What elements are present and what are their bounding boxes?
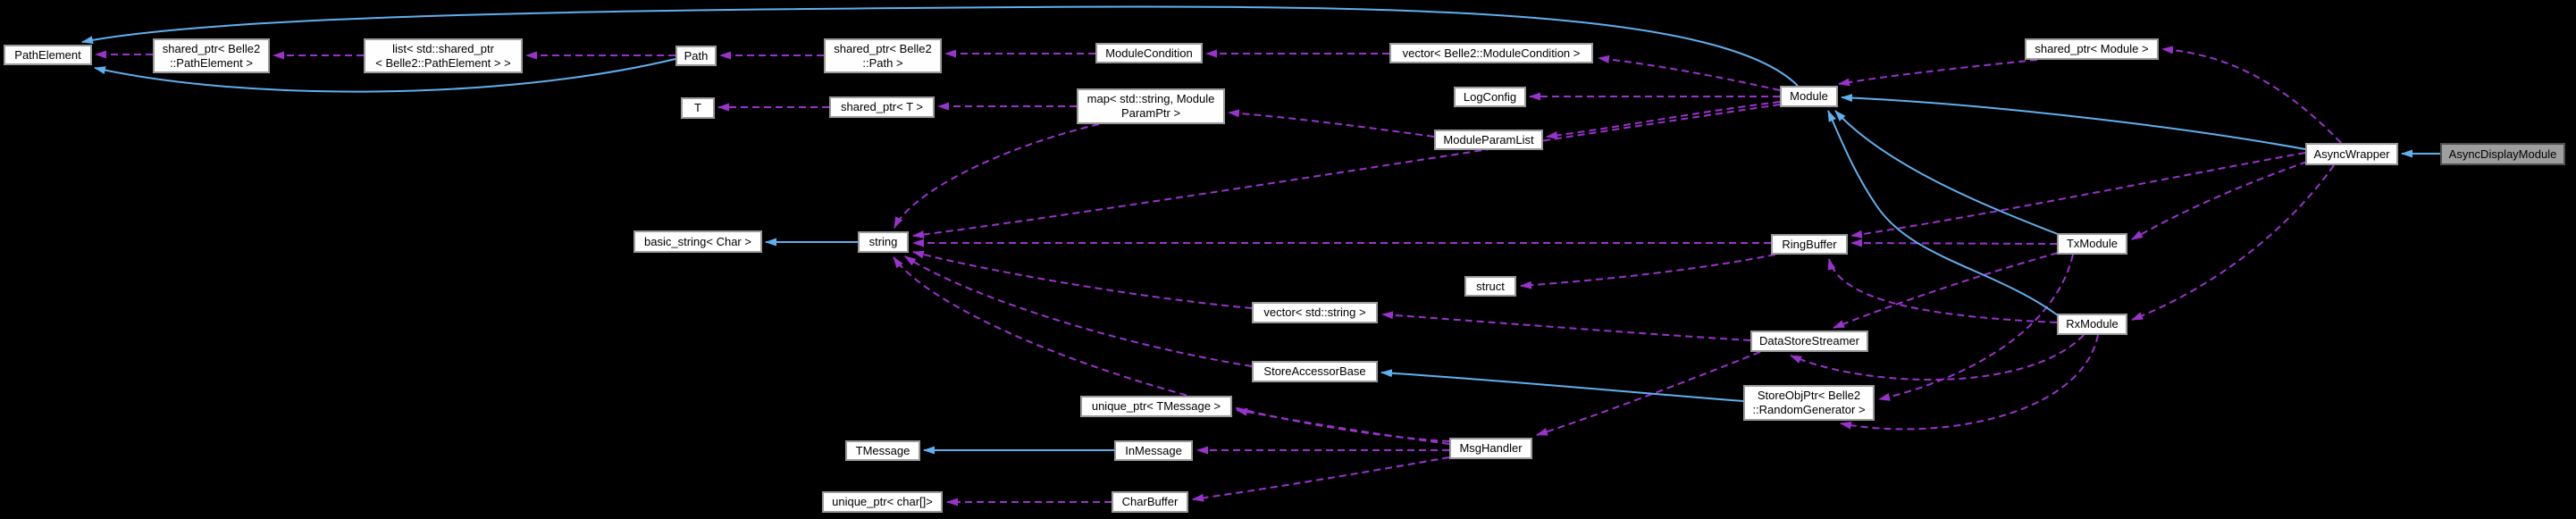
node-data-store-streamer[interactable]: DataStoreStreamer (1750, 331, 1868, 352)
node-label: RxModule (2066, 317, 2119, 331)
node-msg-handler[interactable]: MsgHandler (1449, 438, 1532, 459)
edge-rx-module-to-store-obj-ptr-belle2-random-generator (1840, 334, 2099, 431)
edge-module-to-module-param-list (1546, 101, 1781, 139)
node-label: AsyncWrapper (2313, 146, 2390, 161)
edge-rx-module-to-module (1827, 110, 2059, 316)
node-vector-belle2-module-condition[interactable]: vector< Belle2::ModuleCondition > (1389, 43, 1593, 63)
node-store-accessor-base[interactable]: StoreAccessorBase (1252, 361, 1378, 382)
node-module[interactable]: Module (1780, 86, 1838, 107)
edge-store-obj-ptr-belle2-random-generator-to-store-accessor-base (1380, 369, 1744, 402)
edge-data-store-streamer-to-msg-handler (1536, 351, 1761, 436)
edge-async-wrapper-to-module (1841, 94, 2306, 150)
edge-msg-handler-to-unique-ptr-tmessage (1236, 407, 1450, 445)
edge-tx-module-to-store-obj-ptr-belle2-random-generator (1878, 254, 2074, 401)
node-rx-module[interactable]: RxModule (2057, 314, 2127, 335)
node-label: string (868, 235, 898, 248)
node-struct[interactable]: struct (1464, 276, 1516, 297)
node-async-display-module[interactable]: AsyncDisplayModule (2440, 143, 2565, 165)
node-label: ModuleParamList (1443, 132, 1534, 146)
node-label: MsgHandler (1459, 441, 1523, 455)
edge-msg-handler-to-string (893, 256, 1450, 442)
node-label: PathElement (14, 47, 81, 62)
node-label: CharBuffer (1121, 495, 1179, 508)
node-label: ModuleCondition (1105, 46, 1193, 60)
node-label: struct (1476, 279, 1505, 293)
node-label: InMessage (1125, 443, 1182, 457)
node-label: vector< std::string > (1263, 306, 1366, 319)
node-label: unique_ptr< char[]> (832, 495, 933, 508)
edge-rx-module-to-ring-buffer (1827, 258, 2058, 323)
node-shared-ptr-module[interactable]: shared_ptr< Module > (2025, 38, 2159, 60)
node-label: shared_ptr< Module > (2035, 42, 2149, 55)
node-tmessage[interactable]: TMessage (845, 440, 920, 461)
edge-module-param-list-to-map-std-string-module-param-ptr (1228, 109, 1435, 138)
node-in-message[interactable]: InMessage (1114, 440, 1193, 461)
node-shared-ptr-belle2-path[interactable]: shared_ptr< Belle2 ::Path > (824, 38, 942, 73)
edge-module-to-path-element (81, 5, 1799, 87)
edge-vector-std-string-to-string (912, 250, 1253, 309)
node-label: basic_string< Char > (644, 234, 751, 248)
node-ring-buffer[interactable]: RingBuffer (1771, 234, 1848, 255)
node-path-element[interactable]: PathElement (4, 45, 92, 65)
node-char-buffer[interactable]: CharBuffer (1112, 491, 1188, 513)
node-label: RingBuffer (1782, 237, 1837, 251)
node-label: StoreAccessorBase (1263, 364, 1366, 378)
edge-data-store-streamer-to-vector-std-string (1381, 311, 1751, 341)
node-label: T (694, 101, 701, 114)
node-store-obj-ptr-belle2-random-generator[interactable]: StoreObjPtr< Belle2 ::RandomGenerator > (1743, 385, 1875, 421)
edge-tx-module-to-ring-buffer (1850, 239, 2058, 247)
node-tx-module[interactable]: TxModule (2057, 233, 2127, 255)
node-log-config[interactable]: LogConfig (1454, 87, 1526, 107)
edge-rx-module-to-data-store-streamer (1790, 334, 2085, 381)
node-label: DataStoreStreamer (1759, 334, 1859, 347)
edge-tx-module-to-data-store-streamer (1833, 252, 2059, 329)
node-async-wrapper[interactable]: AsyncWrapper (2305, 143, 2398, 165)
edge-msg-handler-to-char-buffer (1192, 456, 1450, 502)
node-label: Module (1790, 89, 1828, 103)
edge-store-accessor-base-to-string (904, 255, 1253, 367)
node-label: vector< Belle2::ModuleCondition > (1402, 46, 1581, 60)
node-path[interactable]: Path (675, 46, 717, 66)
node-label: LogConfig (1463, 89, 1517, 104)
node-vector-std-string[interactable]: vector< std::string > (1252, 302, 1378, 323)
node-label: shared_ptr< T > (840, 100, 924, 113)
node-label: TMessage (855, 443, 910, 457)
edge-tx-module-to-module (1834, 110, 2059, 235)
node-shared-ptr-t[interactable]: shared_ptr< T > (829, 96, 935, 118)
edge-path-to-path-element (94, 58, 676, 93)
edge-async-wrapper-to-shared-ptr-module (2161, 46, 2342, 144)
node-label: Path (684, 48, 709, 63)
node-shared-ptr-belle2-path-element[interactable]: shared_ptr< Belle2 ::PathElement > (153, 38, 270, 73)
edge-module-to-vector-belle2-module-condition (1598, 54, 1781, 91)
node-module-param-list[interactable]: ModuleParamList (1434, 130, 1543, 150)
node-label: shared_ptr< Belle2 ::PathElement > (162, 41, 261, 70)
node-unique-ptr-char-array[interactable]: unique_ptr< char[]> (822, 491, 943, 513)
node-map-std-string-module-param-ptr[interactable]: map< std::string, Module ParamPtr > (1077, 88, 1225, 124)
edge-shared-ptr-module-to-module (1838, 59, 2038, 87)
node-string[interactable]: string (858, 231, 909, 253)
node-label: TxModule (2066, 237, 2119, 250)
node-t[interactable]: T (681, 97, 715, 119)
node-basic-string-char[interactable]: basic_string< Char > (634, 230, 762, 253)
edge-map-std-string-module-param-ptr-to-string (894, 123, 1100, 229)
node-label: map< std::string, Module ParamPtr > (1087, 92, 1215, 120)
edge-async-wrapper-to-ring-buffer (1850, 152, 2306, 239)
node-label: list< std::shared_ptr < Belle2::PathElem… (375, 41, 511, 70)
edge-async-wrapper-to-tx-module (2131, 161, 2308, 240)
node-label: shared_ptr< Belle2 ::Path > (834, 41, 932, 70)
node-module-condition[interactable]: ModuleCondition (1095, 43, 1203, 63)
node-label: StoreObjPtr< Belle2 ::RandomGenerator > (1752, 389, 1866, 416)
edge-async-wrapper-to-rx-module (2131, 164, 2335, 321)
node-label: unique_ptr< TMessage > (1091, 399, 1221, 413)
node-label: AsyncDisplayModule (2448, 146, 2557, 161)
node-list-std-shared-ptr-belle2-path-element[interactable]: list< std::shared_ptr < Belle2::PathElem… (364, 38, 523, 73)
node-unique-ptr-tmessage[interactable]: unique_ptr< TMessage > (1080, 396, 1232, 417)
edge-ring-buffer-to-struct (1520, 254, 1776, 289)
